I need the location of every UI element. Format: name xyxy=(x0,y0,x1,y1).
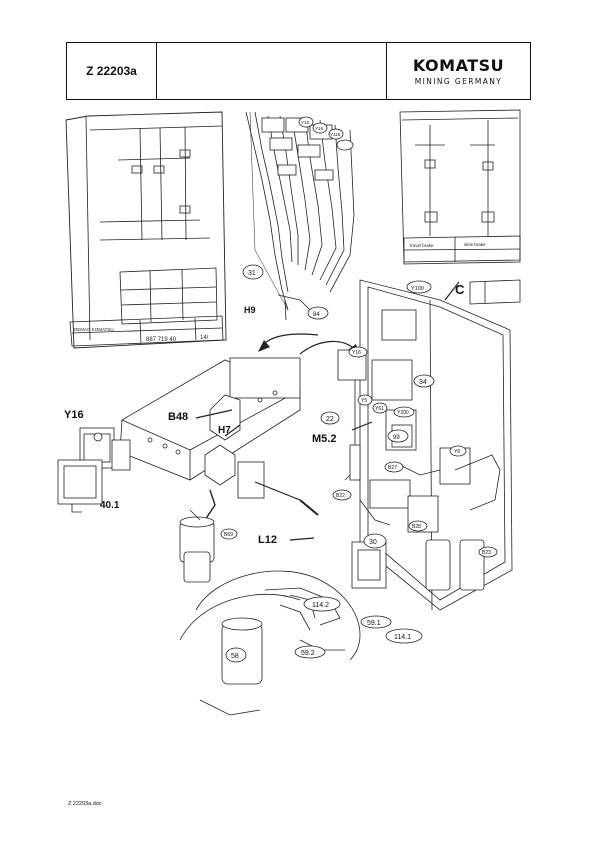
label-h7: H7 xyxy=(218,425,231,436)
label-30: 30 xyxy=(369,539,377,546)
label-59-2: 59.2 xyxy=(301,650,315,657)
label-b28: B28 xyxy=(412,524,421,530)
label-h9: H9 xyxy=(244,305,256,315)
label-59-1: 59.1 xyxy=(367,620,381,627)
file-name: Z 22203a.doc xyxy=(68,801,102,807)
label-y15: Y15 xyxy=(301,120,310,125)
logo-subtitle: MINING GERMANY xyxy=(414,77,503,86)
label-l12: L12 xyxy=(258,534,277,546)
filter-assembly-b66 xyxy=(179,509,215,583)
title-block: Z 22203a KOMATSU MINING GERMANY xyxy=(66,42,531,100)
label-m5-2: M5.2 xyxy=(312,433,336,445)
label-y200: Y200 xyxy=(397,410,409,416)
label-b27: B27 xyxy=(388,465,397,471)
label-58: 58 xyxy=(231,653,239,660)
label-c: C xyxy=(455,282,465,297)
callout-circles xyxy=(220,116,498,663)
label-34: 34 xyxy=(419,379,427,386)
left-schematic-sheet: DEMAG KOMATSU 887 719 40 14/ xyxy=(65,111,227,349)
komatsu-logo: KOMATSU MINING GERMANY xyxy=(387,43,530,99)
label-y5: Y5 xyxy=(361,398,367,404)
sheet-maker: DEMAG KOMATSU xyxy=(74,327,114,332)
drawing-number: 887 719 40 xyxy=(146,337,177,343)
callout-labels: Y16 B48 H7 M5.2 L12 C H9 40.1 31 84 34 2… xyxy=(64,120,491,660)
valve-block-assembly xyxy=(119,357,319,531)
label-b69: B69 xyxy=(224,532,233,538)
label-22: 22 xyxy=(326,416,334,423)
label-b48: B48 xyxy=(168,411,188,423)
col-slew-brake: slew brake xyxy=(464,242,486,247)
hydraulic-tank-area xyxy=(179,570,361,716)
solenoid-valve-y16 xyxy=(57,427,131,513)
label-114-2: 114.2 xyxy=(312,602,329,609)
label-y100: Y100 xyxy=(411,286,424,292)
label-b23: B23 xyxy=(482,550,491,556)
label-99: 99 xyxy=(393,435,400,441)
control-panel-c xyxy=(337,279,513,611)
sheet-number: 14/ xyxy=(200,335,209,341)
label-40-1: 40.1 xyxy=(100,500,120,511)
label-y61: Y61 xyxy=(375,406,384,412)
right-schematic-sheet: travel brake slew brake xyxy=(399,109,521,305)
label-y16-valve: Y16 xyxy=(64,409,84,421)
col-travel-brake: travel brake xyxy=(410,243,434,248)
document-id: Z 22203a xyxy=(67,43,157,99)
label-84: 84 xyxy=(313,312,320,318)
label-b22: B22 xyxy=(336,493,345,499)
logo-wordmark: KOMATSU xyxy=(412,56,505,75)
label-y16-panel: Y16 xyxy=(352,350,361,356)
title-field xyxy=(157,43,387,99)
label-y115: Y115 xyxy=(330,132,341,137)
label-114-1: 114.1 xyxy=(394,634,411,641)
label-y6: Y6 xyxy=(454,449,460,455)
label-31: 31 xyxy=(248,270,256,277)
label-y16-top: Y16 xyxy=(315,126,324,131)
